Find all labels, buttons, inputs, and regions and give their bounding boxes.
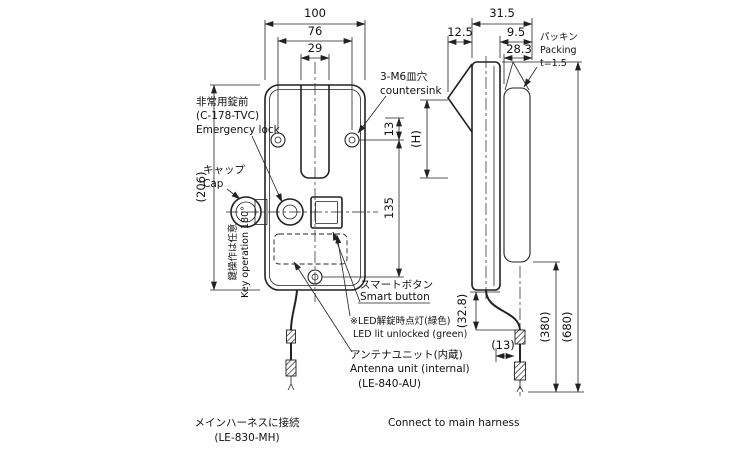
dim-hook-depth: 12.5 (447, 25, 473, 39)
dim-slot-width: 29 (308, 41, 323, 55)
side-harness-cable (485, 266, 526, 396)
label-key-en: Key operation 180° (240, 206, 251, 298)
cable-connector (514, 361, 526, 381)
dim-total-length: (680) (560, 312, 574, 343)
cable-connector (285, 359, 297, 377)
dim-hole-spacing: 76 (308, 24, 323, 38)
label-packing-thickness: t=1.5 (540, 58, 567, 69)
label-key-jp: 鍵操作は任意 (227, 223, 239, 280)
countersink-hole-left (270, 132, 286, 148)
cable-connector (514, 329, 526, 345)
dim-front-height: (206) (194, 172, 208, 203)
side-dimensions: 31.5 12.5 9.5 28.3 (32.8) (13) (380) (68… (447, 6, 584, 393)
dim-front-width: 100 (304, 6, 326, 20)
dim-side-total: 31.5 (489, 6, 515, 20)
label-harness-en: Connect to main harness (388, 417, 519, 429)
label-emergency-en: Emergency lock (196, 124, 281, 136)
lock-body-outline (264, 84, 366, 291)
label-led-en: LED lit unlocked (green) (353, 329, 467, 340)
packing-top-wedge (504, 60, 530, 91)
packing-profile (503, 87, 531, 263)
front-harness-cable (285, 289, 298, 391)
label-antenna-en: Antenna unit (internal) (350, 363, 470, 375)
label-harness-jp: メインハーネスに接続 (195, 416, 300, 429)
front-view (226, 62, 378, 391)
dim-hole-span: 135 (382, 197, 396, 219)
label-packing-en: Packing (540, 45, 577, 56)
front-dimensions: 100 76 29 (206) 13 135 (H) (194, 6, 448, 291)
dim-connector-offset: (13) (491, 338, 515, 352)
label-harness-model: (LE-830-MH) (214, 432, 279, 444)
smart-button (310, 196, 343, 229)
countersink-hole-right (344, 132, 360, 148)
label-emergency-jp: 非常用錠前 (196, 95, 249, 108)
label-antenna-model: (LE-840-AU) (358, 378, 421, 390)
label-emergency-model: (C-178-TVC) (196, 110, 259, 122)
strike-slot (300, 85, 330, 179)
label-cap-en: Cap (203, 178, 224, 190)
label-packing-jp: パッキン (540, 32, 578, 43)
dim-harness-length: (380) (538, 312, 552, 343)
label-antenna-jp: アンテナユニット(内蔵) (350, 348, 463, 361)
dim-hole-offset: 13 (382, 122, 396, 137)
cable-connector (286, 329, 296, 344)
dim-h-ref: (H) (409, 130, 423, 148)
side-view (447, 56, 531, 396)
label-led-jp: ※LED解錠時点灯(緑色) (350, 315, 450, 327)
dim-packing-width: 9.5 (507, 25, 525, 39)
label-smart-en: Smart button (360, 291, 430, 303)
dim-packing-depth: 28.3 (506, 42, 532, 56)
label-cap-jp: キャップ (203, 164, 245, 176)
label-countersink-en: countersink (380, 85, 442, 97)
lock-body-inner-edge (269, 89, 361, 286)
cap (230, 196, 268, 228)
label-smart-jp: スマートボタン (360, 279, 433, 291)
latch-hook-profile (447, 63, 473, 133)
emergency-lock-cylinder (276, 198, 304, 226)
antenna-unit-outline (273, 233, 348, 265)
dim-cable-bend: (32.8) (455, 294, 469, 329)
label-countersink-jp: 3-M6皿穴 (380, 70, 428, 83)
callout-labels: 3-M6皿穴 countersink 非常用錠前 (C-178-TVC) Eme… (195, 32, 578, 444)
